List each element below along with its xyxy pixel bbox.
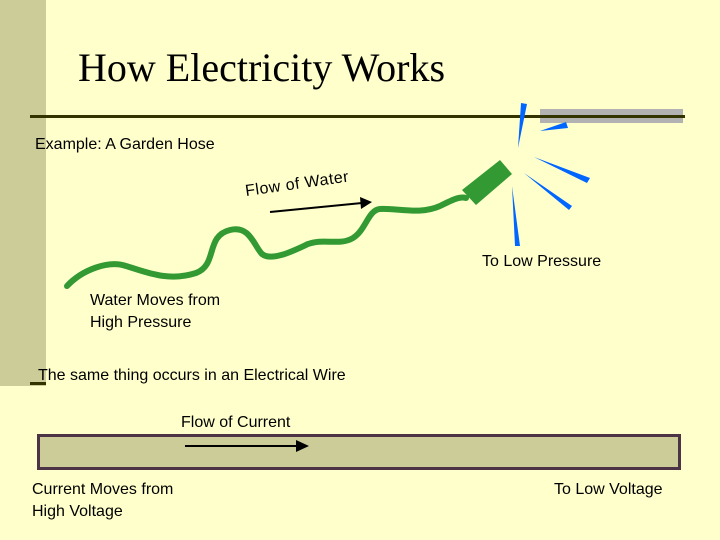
water-flow-arrow <box>269 197 372 213</box>
water-spray <box>512 103 590 246</box>
high-pressure-label-line1: Water Moves from <box>90 292 221 309</box>
high-voltage-label-line2: High Voltage <box>32 503 123 520</box>
example-label: Example: A Garden Hose <box>35 136 215 153</box>
current-flow-arrow-overlay <box>185 440 309 452</box>
comparison-label: The same thing occurs in an Electrical W… <box>38 367 346 384</box>
title-divider <box>30 115 685 118</box>
left-accent-bar <box>0 0 46 386</box>
left-accent-bar-foot <box>30 382 46 385</box>
high-voltage-label-line1: Current Moves from <box>32 481 174 498</box>
current-flow-label: Flow of Current <box>181 414 291 431</box>
slide-title: How Electricity Works <box>78 45 446 90</box>
title-divider-accent-line <box>540 115 685 118</box>
low-voltage-label: To Low Voltage <box>554 481 663 498</box>
high-pressure-label-line2: High Pressure <box>90 314 192 331</box>
electrical-wire <box>37 434 681 470</box>
hose <box>64 194 469 289</box>
low-pressure-label: To Low Pressure <box>482 253 602 270</box>
hose-nozzle <box>462 160 512 205</box>
